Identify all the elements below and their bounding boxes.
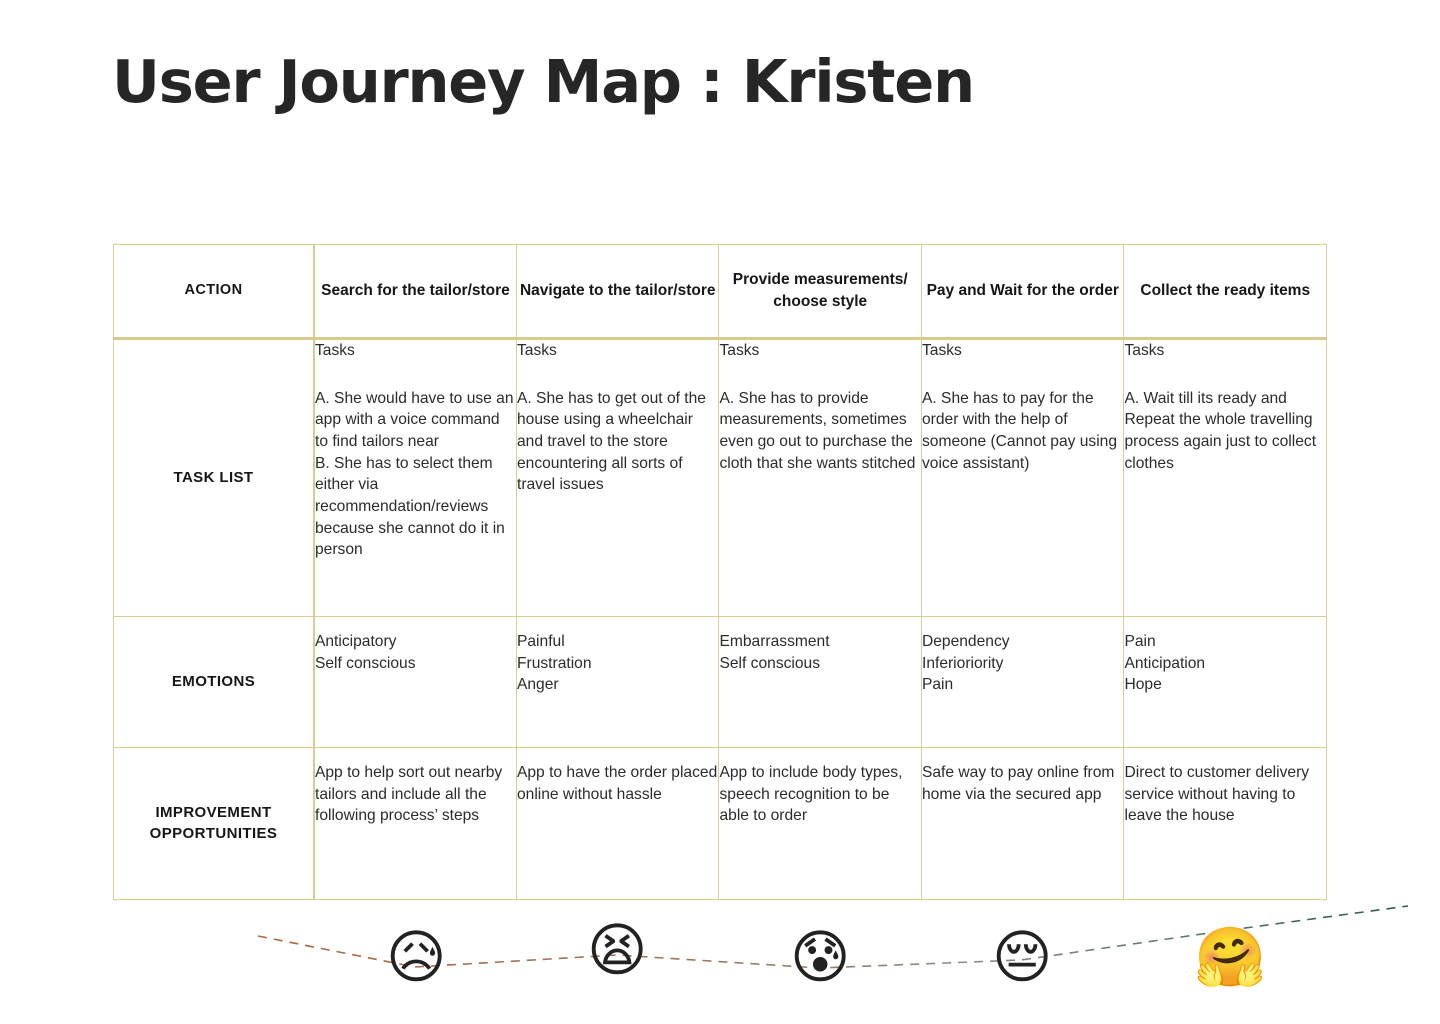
- stage-header-3: Provide measurements/ choose style: [718, 244, 922, 340]
- table-row-improvement: IMPROVEMENT OPPORTUNITIES App to help so…: [112, 747, 1327, 900]
- user-journey-table: ACTION Search for the tailor/store Navig…: [112, 244, 1327, 900]
- stage-header-4: Pay and Wait for the order: [920, 244, 1125, 340]
- task-body-1: A. She would have to use an app with a v…: [314, 389, 514, 559]
- stage-header-2: Navigate to the tailor/store: [515, 244, 720, 340]
- tasks-heading-1: Tasks: [314, 342, 355, 359]
- stage-header-5: Collect the ready items: [1123, 244, 1327, 340]
- improvement-cell-5: Direct to customer delivery service with…: [1123, 747, 1327, 900]
- tasks-heading-5: Tasks: [1124, 342, 1165, 359]
- task-cell-2: Tasks A. She has to get out of the house…: [515, 338, 720, 617]
- tired-face-icon: 😫: [587, 916, 648, 984]
- task-cell-1: Tasks A. She would have to use an app wi…: [313, 338, 517, 617]
- stage-header-1: Search for the tailor/store: [313, 244, 517, 340]
- emoji-strip: 😥 😫 😰 😔 🤗: [0, 885, 1440, 1024]
- emotion-trend-line: [257, 905, 1409, 969]
- task-body-2: A. She has to get out of the house using…: [516, 389, 706, 494]
- row-label-task-list: TASK LIST: [112, 338, 315, 617]
- tasks-heading-2: Tasks: [516, 342, 557, 359]
- row-label-emotions: EMOTIONS: [112, 616, 315, 748]
- row-label-action: ACTION: [112, 244, 315, 340]
- improvement-cell-4: Safe way to pay online from home via the…: [920, 747, 1125, 900]
- anxious-face-with-sweat-icon: 😰: [790, 923, 851, 991]
- task-body-4: A. She has to pay for the order with the…: [921, 389, 1118, 472]
- table-header-row: ACTION Search for the tailor/store Navig…: [112, 244, 1327, 340]
- task-cell-3: Tasks A. She has to provide measurements…: [718, 338, 922, 617]
- task-cell-5: Tasks A. Wait till its ready and Repeat …: [1123, 338, 1327, 617]
- improvement-cell-2: App to have the order placed online with…: [515, 747, 720, 900]
- task-cell-4: Tasks A. She has to pay for the order wi…: [920, 338, 1125, 617]
- row-label-improvement: IMPROVEMENT OPPORTUNITIES: [112, 747, 315, 900]
- page-title: User Journey Map : Kristen: [112, 47, 975, 116]
- tasks-heading-4: Tasks: [921, 342, 962, 359]
- improvement-cell-1: App to help sort out nearby tailors and …: [313, 747, 517, 900]
- task-body-3: A. She has to provide measurements, some…: [719, 389, 916, 472]
- pensive-face-icon: 😔: [992, 923, 1053, 991]
- improvement-cell-3: App to include body types, speech recogn…: [718, 747, 922, 900]
- emotion-trend-curve: [257, 905, 1409, 969]
- task-body-5: A. Wait till its ready and Repeat the wh…: [1124, 389, 1317, 472]
- hugging-face-icon: 🤗: [1194, 923, 1267, 991]
- tasks-heading-3: Tasks: [719, 342, 760, 359]
- table-row-task-list: TASK LIST Tasks A. She would have to use…: [112, 338, 1327, 617]
- sad-but-relieved-face-icon: 😥: [386, 923, 447, 991]
